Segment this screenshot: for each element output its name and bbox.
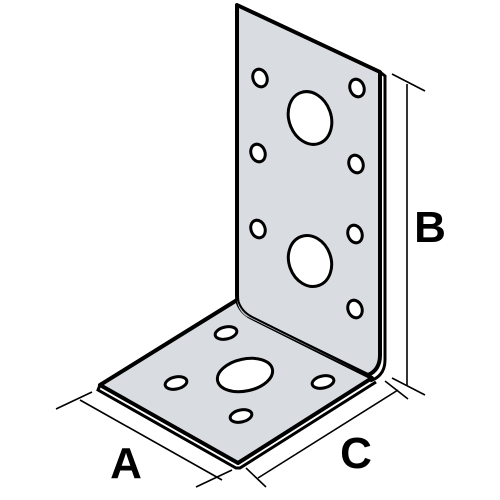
dimension-b-label: B bbox=[414, 203, 446, 252]
dimension-a-line bbox=[79, 399, 223, 481]
large-hole-v2 bbox=[286, 234, 334, 288]
vertical-plate-holes bbox=[249, 67, 366, 320]
horizontal-plate-edge bbox=[96, 380, 377, 470]
small-hole-v5 bbox=[249, 218, 267, 240]
vertical-plate-edge bbox=[369, 70, 387, 383]
small-hole-h3 bbox=[310, 374, 336, 390]
dimension-b-ext-top bbox=[391, 73, 426, 92]
dimension-c-ext-left bbox=[245, 467, 267, 488]
small-hole-v1 bbox=[251, 67, 269, 89]
dimension-b: B bbox=[391, 73, 446, 396]
small-hole-v4 bbox=[347, 153, 365, 175]
dimension-c-line bbox=[257, 389, 399, 479]
large-hole-h1 bbox=[215, 356, 275, 394]
dimension-c: C bbox=[245, 380, 409, 488]
small-hole-v7 bbox=[346, 298, 364, 320]
dimension-a: A bbox=[55, 391, 233, 488]
horizontal-plate-holes bbox=[163, 325, 336, 424]
large-hole-v1 bbox=[286, 90, 334, 146]
small-hole-v2 bbox=[348, 77, 366, 99]
small-hole-h1 bbox=[213, 325, 239, 341]
dimension-b-ext-bottom bbox=[391, 377, 426, 396]
dimension-a-ext-right bbox=[195, 469, 233, 488]
small-hole-v3 bbox=[249, 142, 267, 164]
small-hole-v6 bbox=[346, 223, 364, 245]
dimension-a-ext-left bbox=[55, 391, 93, 410]
small-hole-h4 bbox=[228, 408, 254, 424]
dimension-a-label: A bbox=[110, 439, 142, 488]
dimension-c-label: C bbox=[340, 429, 372, 478]
small-hole-h2 bbox=[163, 375, 189, 391]
